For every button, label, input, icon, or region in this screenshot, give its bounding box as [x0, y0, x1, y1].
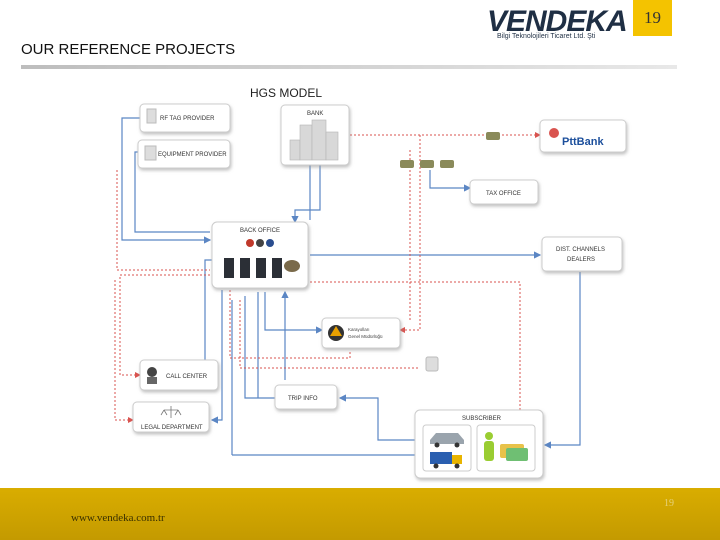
toll-device-icon [425, 356, 439, 372]
section-title: OUR REFERENCE PROJECTS [21, 41, 236, 58]
ptt-label: PttBank [562, 136, 604, 148]
back-office-node: BACK OFFICE [211, 221, 309, 289]
equipment-label: EQUIPMENT PROVIDER [158, 152, 227, 158]
subscriber-label: SUBSCRIBER [462, 416, 502, 422]
staff-icon [246, 239, 274, 247]
vault-icon [284, 260, 300, 272]
tax-office-label: TAX OFFICE [486, 191, 521, 197]
subscriber-node: SUBSCRIBER [414, 409, 544, 479]
cards-icon [500, 444, 528, 461]
equipment-icon [144, 145, 157, 161]
kgm-node: Karayolları Genel Müdürlüğü [321, 317, 401, 349]
dealers-label-line2: DEALERS [567, 257, 595, 263]
equipment-provider-node: EQUIPMENT PROVIDER [137, 139, 231, 169]
footer-bar: www.vendeka.com.tr 19 [0, 488, 720, 540]
tax-office-node: TAX OFFICE [469, 179, 539, 205]
footer-page-number: 19 [664, 498, 674, 509]
page-number-badge: 19 [633, 0, 672, 36]
footer-url[interactable]: www.vendeka.com.tr [71, 512, 165, 524]
trip-info-node: TRIP INFO [274, 384, 338, 410]
server-icons [224, 258, 282, 278]
dealers-node: DIST. CHANNELS DEALERS [541, 236, 623, 272]
legal-department-label: LEGAL DEPARTMENT [141, 425, 203, 431]
rf-tag-provider-node: RF TAG PROVIDER [139, 103, 231, 133]
kgm-label-line2: Genel Müdürlüğü [348, 334, 383, 339]
back-office-label: BACK OFFICE [240, 228, 280, 234]
bank-label: BANK [307, 111, 323, 117]
rf-tag-label: RF TAG PROVIDER [160, 116, 215, 122]
vendeka-logo: VENDEKA Bilgi Teknolojileri Ticaret Ltd.… [487, 5, 628, 44]
buildings-icon [289, 119, 339, 161]
call-center-node: CALL CENTER [139, 359, 219, 391]
scales-icon [160, 406, 182, 418]
dealers-label-line1: DIST. CHANNELS [556, 247, 605, 253]
person-icon [484, 432, 494, 461]
logo-subtitle: Bilgi Teknolojileri Ticaret Ltd. Şti [497, 33, 596, 40]
trip-info-label: TRIP INFO [288, 396, 318, 402]
pttbank-node: PttBank [539, 119, 627, 153]
logo-text: VENDEKA [487, 5, 628, 38]
operator-icon [147, 367, 157, 377]
rf-tag-icon [146, 108, 157, 124]
truck-icon [430, 452, 462, 469]
title-divider [21, 65, 677, 69]
call-center-label: CALL CENTER [166, 374, 208, 380]
legal-department-node: LEGAL DEPARTMENT [132, 401, 210, 433]
kgm-label-line1: Karayolları [348, 327, 370, 332]
money-icon [400, 132, 500, 168]
bank-node: BANK [280, 104, 350, 166]
car-icon [430, 433, 464, 448]
ptt-logo-icon [549, 128, 559, 138]
diagram-title: HGS MODEL [250, 86, 322, 100]
